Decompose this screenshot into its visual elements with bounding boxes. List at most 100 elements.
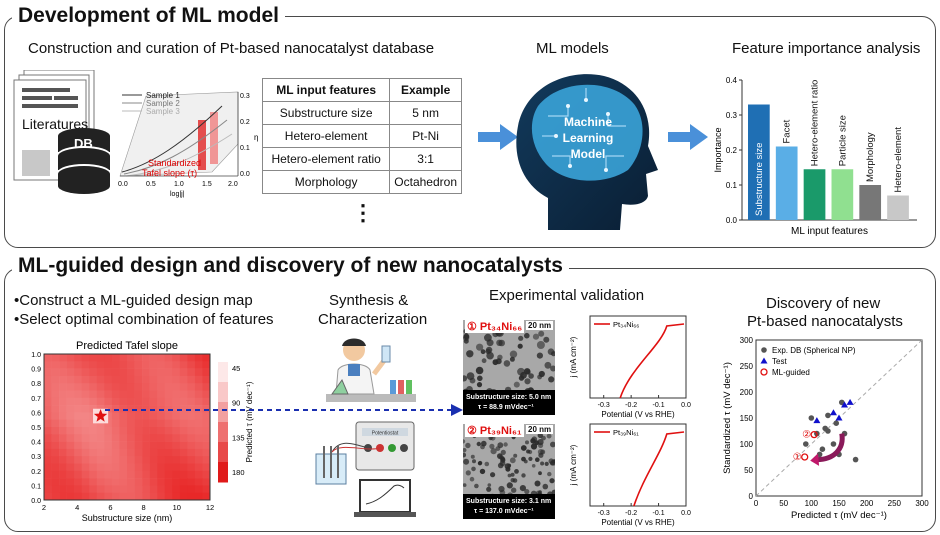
heatmap-cell	[172, 478, 181, 486]
tafel-xtick-2: 1.0	[174, 181, 184, 188]
nanoparticle	[463, 458, 470, 465]
table-cell: Octahedron	[389, 170, 462, 194]
heatmap-cell	[142, 361, 150, 369]
heatmap-cell	[104, 434, 113, 442]
star-marker-icon	[93, 409, 108, 422]
nanoparticle	[509, 356, 515, 362]
nanoparticle	[513, 381, 520, 388]
parity-legend-marker	[761, 347, 767, 353]
heatmap-cell	[187, 492, 196, 501]
parity-xtick: 250	[888, 499, 902, 508]
heatmap-xtick: 6	[108, 503, 112, 512]
brain-text-2: Learning	[563, 131, 614, 145]
heatmap-cell	[104, 492, 113, 501]
heatmap-cell	[179, 456, 188, 464]
table-row: Substructure size 5 nm	[261, 101, 462, 125]
heatmap-cell	[134, 485, 143, 493]
heatmap-cell	[44, 456, 52, 464]
heatmap-cell	[149, 441, 158, 450]
table-cell: Pt-Ni	[389, 124, 462, 148]
heatmap-cell	[51, 463, 60, 472]
heatmap-cell	[66, 456, 75, 464]
heatmap-cell	[187, 405, 196, 413]
heatmap-cell	[142, 492, 150, 501]
heatmap-cell	[96, 427, 105, 435]
fi-bar-label: Substructure size	[754, 143, 765, 216]
heatmap-cell	[157, 412, 166, 420]
fi-xlabel: ML input features	[791, 226, 868, 237]
heatmap-cell	[179, 354, 188, 362]
nanoparticle	[487, 483, 492, 487]
fi-ytick-label: 0.3	[726, 111, 738, 120]
heatmap-cell	[104, 375, 113, 384]
heatmap-cell	[157, 375, 166, 384]
heatmap-cell	[74, 405, 83, 413]
heatmap-cell	[96, 390, 105, 399]
heatmap-cell	[119, 383, 128, 391]
heatmap-cell	[127, 412, 135, 420]
heatmap-cell	[134, 441, 143, 450]
parity-label-1: ①	[793, 452, 802, 463]
pol-curve	[619, 323, 685, 399]
nanoparticle	[476, 382, 483, 388]
heatmap-cell	[194, 478, 203, 486]
fi-bar	[748, 104, 770, 220]
heatmap-cell	[89, 478, 98, 486]
heatmap-cell	[187, 448, 196, 457]
heatmap-cell	[134, 375, 143, 384]
nanoparticle	[537, 374, 542, 380]
parity-point-ml	[810, 430, 818, 439]
heatmap-cell	[81, 492, 90, 501]
heatmap-cell	[51, 470, 60, 479]
heatmap-cell	[81, 361, 90, 369]
fi-bar	[859, 185, 882, 220]
heatmap-cell	[59, 434, 67, 442]
heatmap-cell	[149, 448, 158, 457]
heatmap-cell	[104, 390, 113, 399]
heatmap-cell	[179, 485, 188, 493]
heatmap-cell	[96, 397, 105, 406]
database-heading: Construction and curation of Pt-based na…	[28, 40, 435, 57]
heatmap-cell	[44, 492, 52, 501]
nanoparticle	[528, 449, 533, 455]
heatmap-cell	[127, 456, 135, 464]
nanoparticle	[548, 376, 555, 383]
bullet-optimal-features: •Select optimal combination of features	[14, 311, 274, 328]
heatmap-cell	[51, 375, 60, 384]
heatmap-cell	[66, 419, 75, 428]
heatmap-cell	[149, 383, 158, 391]
nanoparticle	[536, 341, 545, 349]
parity-point-test	[835, 414, 843, 421]
pol-xlabel: Potential (V vs RHE)	[601, 410, 675, 419]
heatmap-cell	[194, 405, 203, 413]
heatmap-cell	[74, 354, 83, 362]
heatmap-cell	[187, 412, 196, 420]
nanoparticle	[486, 486, 492, 492]
heatmap-cell	[164, 434, 173, 442]
heatmap-cell	[104, 427, 113, 435]
nanoparticle	[551, 351, 555, 357]
heatmap-cell	[179, 478, 188, 486]
heatmap-cell	[127, 427, 135, 435]
heatmap-cell	[134, 390, 143, 399]
heatmap-cell	[111, 375, 120, 384]
heatmap-cell	[142, 478, 150, 486]
heatmap-cell	[134, 405, 143, 413]
heatmap-cell	[119, 412, 128, 420]
heatmap-cell	[179, 375, 188, 384]
parity-legend-text: Exp. DB (Spherical NP)	[772, 346, 856, 355]
nanoparticle	[534, 480, 541, 487]
heatmap-cell	[172, 434, 181, 442]
heatmap-cell	[59, 492, 67, 501]
heatmap-cell	[96, 456, 105, 464]
heatmap-cell	[66, 470, 75, 479]
heatmap-cell	[44, 383, 52, 391]
parity-ytick: 50	[744, 466, 753, 475]
heatmap-cell	[164, 463, 173, 472]
parity-point-exp	[825, 428, 831, 434]
heatmap-cell	[111, 470, 120, 479]
heatmap-cell	[74, 485, 83, 493]
nanoparticle	[474, 483, 479, 489]
heatmap-cell	[89, 419, 98, 428]
heatmap-cell	[172, 397, 181, 406]
